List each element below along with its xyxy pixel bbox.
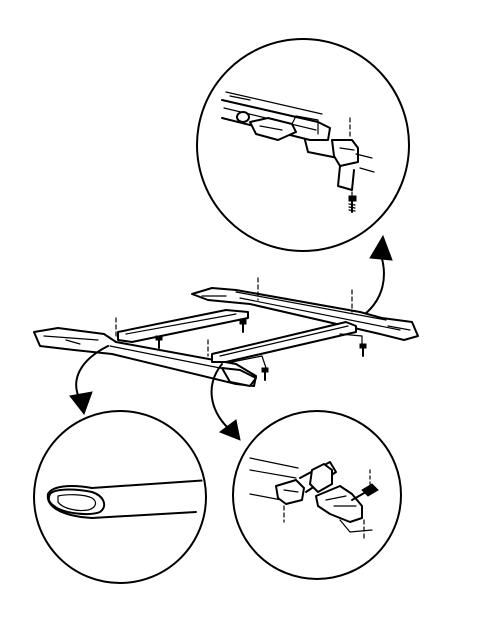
crossbar-clamp-detail (249, 457, 379, 541)
screw-icon (261, 367, 269, 381)
detail-bottom-left (33, 410, 207, 584)
roof-rack-assembly (33, 277, 419, 387)
front-side-rail (33, 327, 257, 387)
arrow-to-bottom-right-detail (210, 363, 241, 441)
screw-icon (348, 195, 357, 213)
rear-side-rail (191, 287, 419, 341)
screw-icon (239, 319, 247, 333)
front-crossbar (117, 309, 249, 343)
arrow-to-top-right-detail (359, 234, 393, 319)
detail-top-right (196, 38, 410, 252)
screw-icon (351, 483, 379, 501)
arrow-to-bottom-left-detail (69, 345, 109, 416)
detail-circle-bottom-left (33, 410, 207, 584)
detail-circle-bottom-right (232, 410, 402, 580)
detail-bottom-right (232, 410, 402, 580)
rear-crossbar (211, 321, 357, 363)
rail-end-bracket (221, 91, 375, 213)
detail-circle-top-right (196, 38, 410, 252)
screw-icon (155, 335, 163, 349)
screw-icon (359, 343, 367, 357)
rail-end-cap-detail (46, 479, 204, 519)
front-rail-end-cap (221, 367, 257, 387)
